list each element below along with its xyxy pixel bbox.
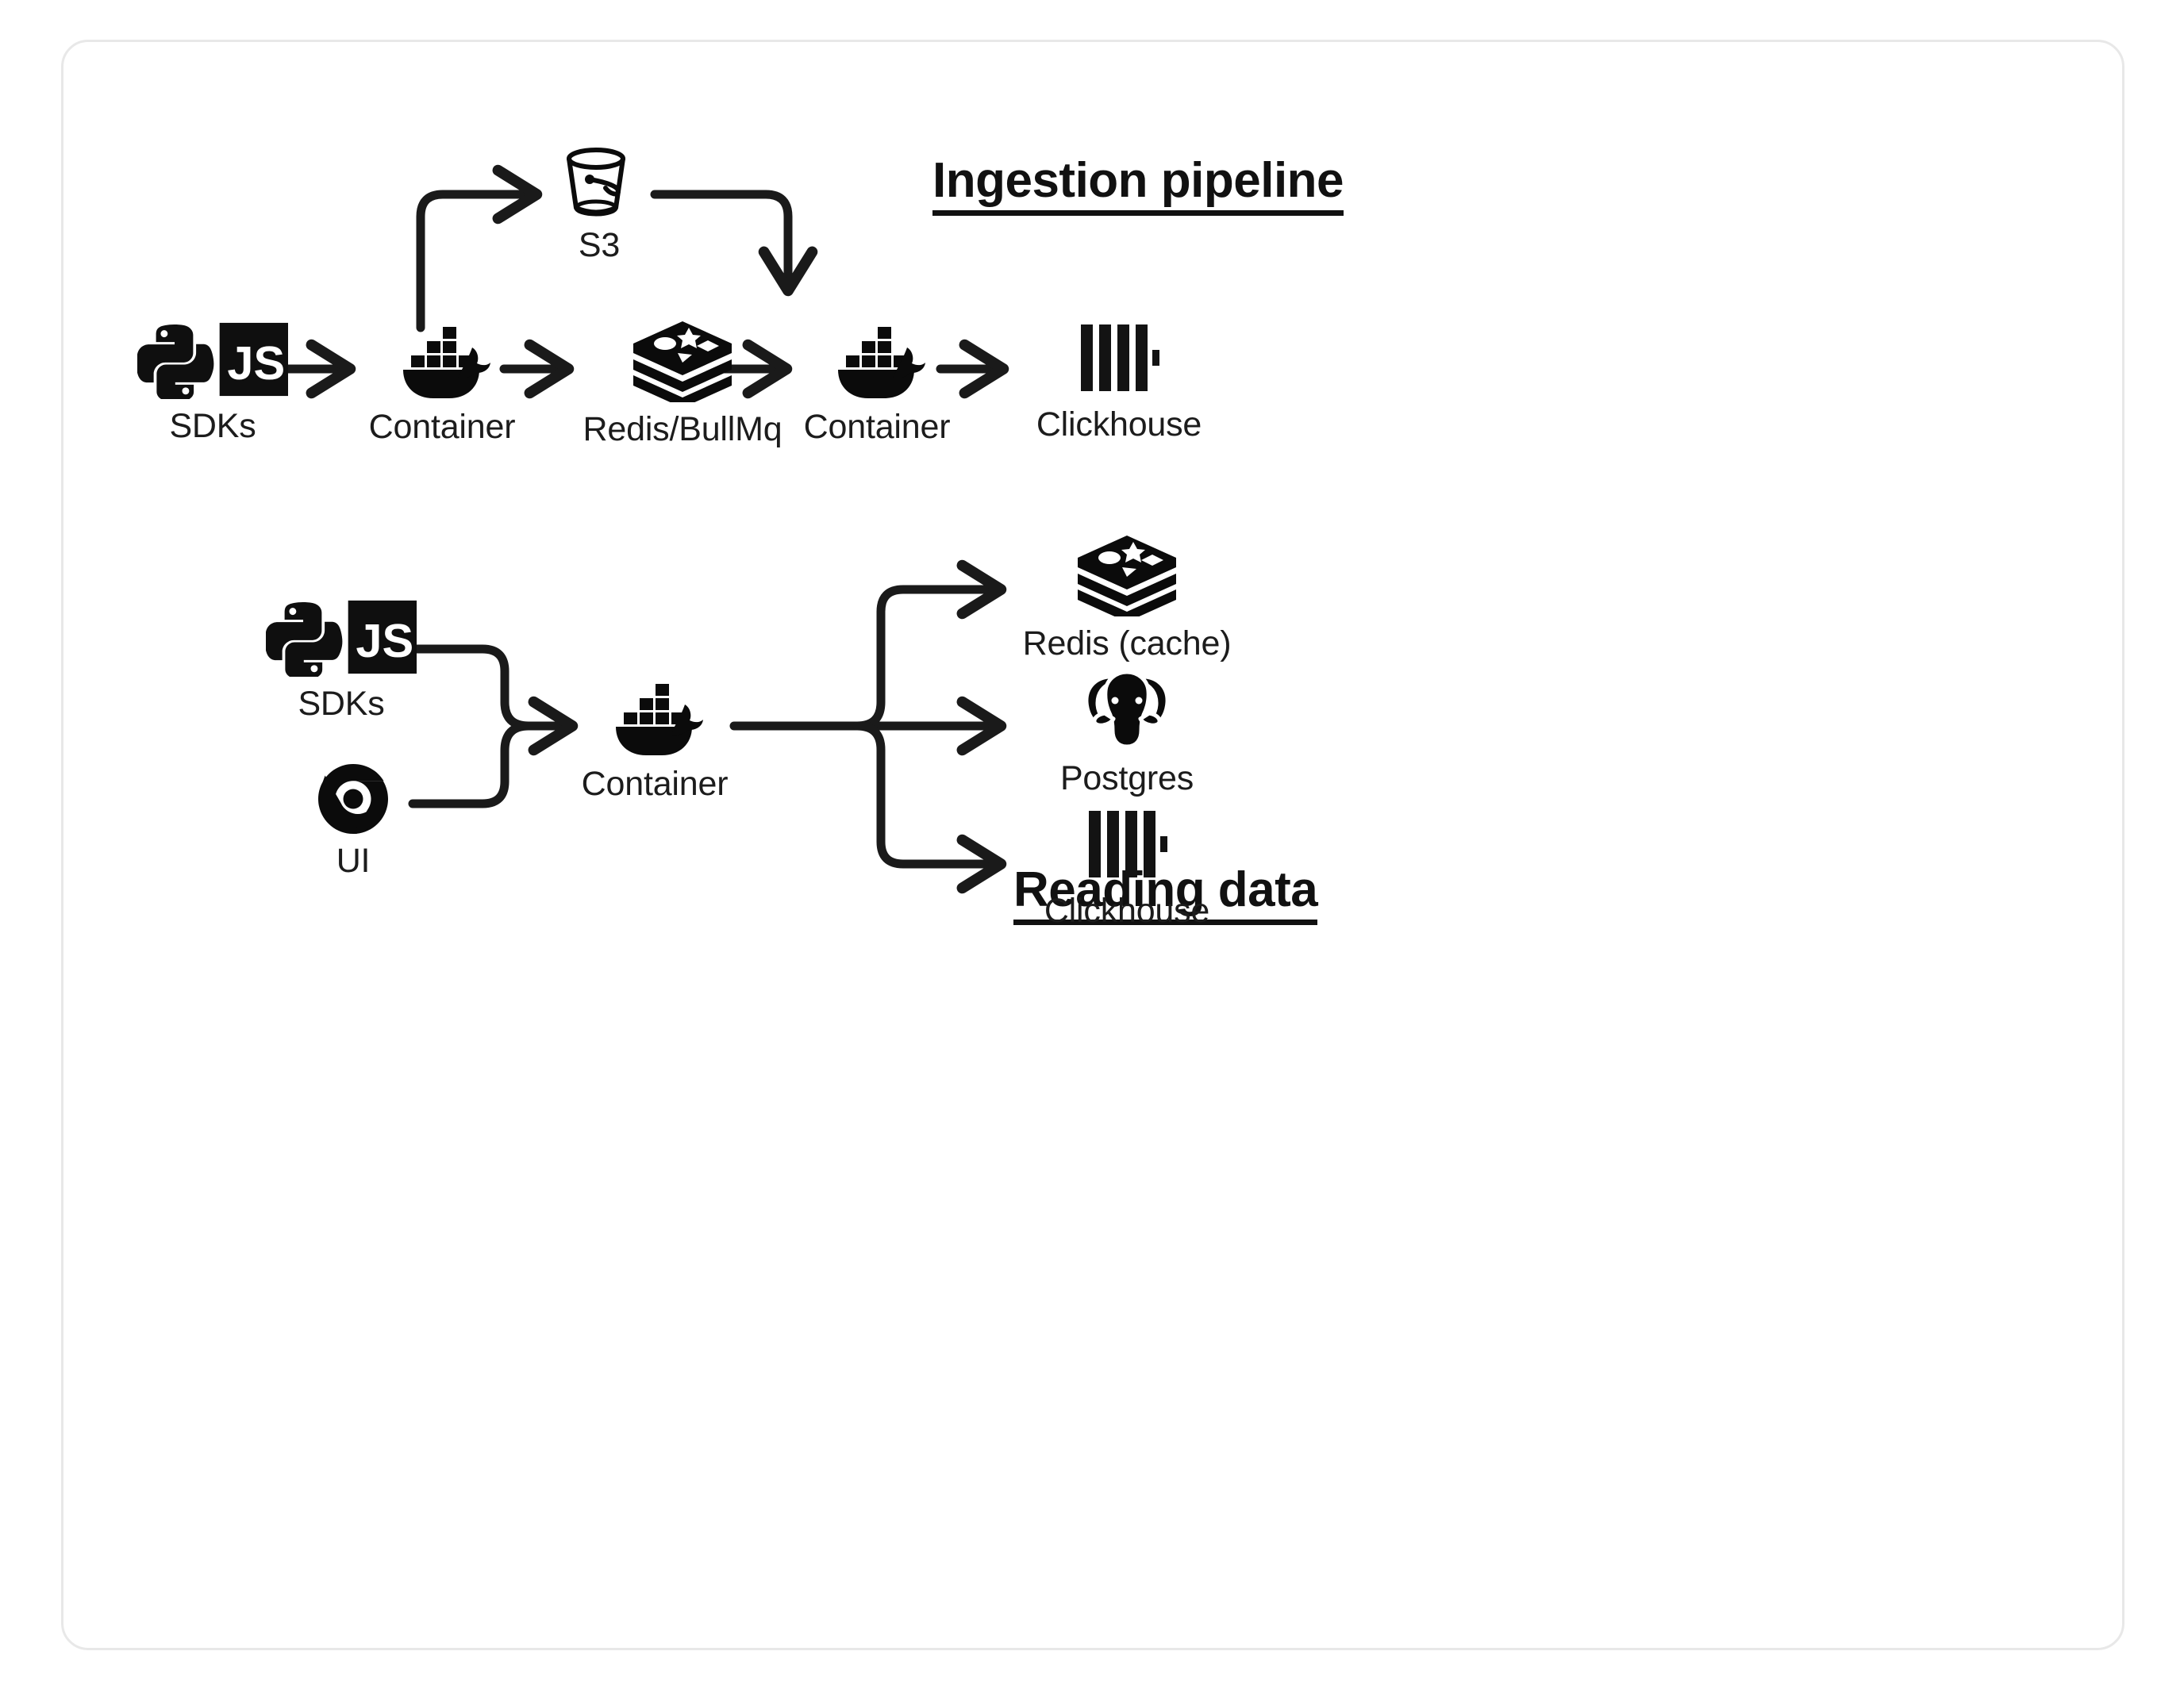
node-ingestion-redis: Redis/BullMq (563, 320, 802, 449)
node-reading-ui: UI (302, 764, 405, 881)
svg-text:JS: JS (356, 614, 413, 667)
node-reading-redis-cache: Redis (cache) (1004, 534, 1250, 663)
node-reading-postgres: Postgres (1004, 669, 1250, 798)
node-ingestion-container2: Container (786, 324, 968, 447)
edge-reading-ui-to-container (408, 721, 533, 808)
docker-whale-icon (390, 324, 494, 400)
edge-reading-container-to-redis (852, 559, 1007, 731)
node-label: Redis (cache) (1022, 624, 1232, 662)
node-label: S3 (578, 226, 621, 264)
redis-stack-icon (632, 320, 733, 402)
postgres-elephant-icon (1082, 669, 1171, 751)
node-label: Clickhouse (1036, 405, 1202, 443)
s3-bucket-icon (558, 145, 640, 218)
svg-text:JS: JS (227, 336, 285, 390)
node-reading-container: Container (571, 681, 738, 804)
python-js-sdks-icon: JS (266, 597, 417, 677)
node-reading-clickhouse: Clickhouse (1004, 808, 1250, 931)
node-label: Container (803, 408, 951, 446)
diagram-card: Ingestion pipeline Reading data (61, 40, 2124, 1650)
redis-stack-icon (1076, 534, 1178, 616)
chrome-icon (318, 764, 388, 834)
clickhouse-bars-icon (1076, 321, 1162, 397)
node-label: Redis/BullMq (583, 410, 782, 448)
section-title-reading: Reading data (1013, 866, 1318, 925)
node-ingestion-s3: S3 (540, 145, 659, 265)
node-reading-sdks: JS SDKs (262, 597, 421, 724)
node-ingestion-sdks: JS SDKs (133, 320, 292, 446)
ingestion-edges (281, 164, 1009, 894)
edge-s3-to-container2 (650, 190, 818, 297)
python-js-sdks-icon: JS (137, 320, 288, 399)
node-label: Clickhouse (1044, 892, 1210, 930)
edge-reading-sdks-to-container (408, 644, 533, 731)
edge-reading-container-to-clickhouse (852, 721, 1007, 894)
node-label: Container (368, 408, 516, 446)
docker-whale-icon (603, 681, 706, 757)
edge-container1-to-s3 (416, 164, 543, 332)
node-label: SDKs (298, 685, 385, 723)
node-label: Postgres (1059, 759, 1194, 797)
clickhouse-bars-icon (1084, 808, 1170, 884)
node-ingestion-clickhouse: Clickhouse (1008, 321, 1230, 444)
node-label: Container (581, 765, 729, 803)
section-title-ingestion: Ingestion pipeline (932, 156, 1344, 216)
docker-whale-icon (825, 324, 929, 400)
node-label: UI (336, 842, 371, 880)
node-ingestion-container1: Container (351, 324, 533, 447)
node-label: SDKs (169, 407, 256, 445)
